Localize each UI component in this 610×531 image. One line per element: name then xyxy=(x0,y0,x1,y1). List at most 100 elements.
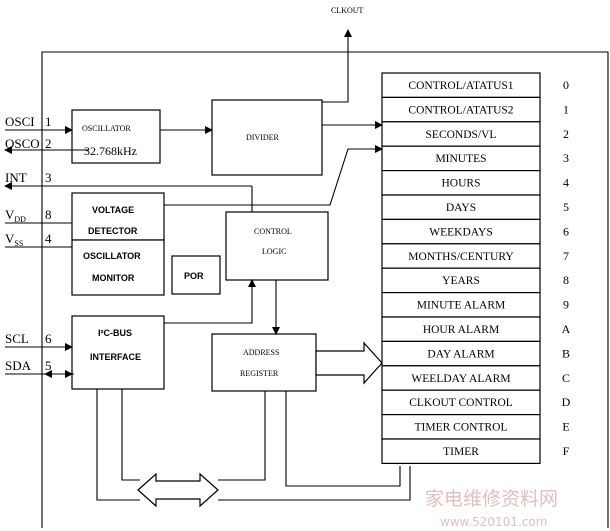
register-label: CLKOUT CONTROL xyxy=(409,397,513,409)
clkout-label: CLKOUT xyxy=(331,6,364,15)
i2c-bus-line-a xyxy=(96,389,140,501)
svg-text:VSS: VSS xyxy=(5,231,23,248)
register-row: MINUTES 3 xyxy=(381,145,569,172)
register-label: TIMER CONTROL xyxy=(415,422,508,434)
register-row: CONTROL/ATATUS2 1 xyxy=(381,96,569,123)
watermark-url: www.520101.com xyxy=(440,515,547,529)
pin-scl: SCL 6 xyxy=(5,331,52,346)
register-label: MINUTE ALARM xyxy=(417,300,506,312)
register-row: HOUR ALARM A xyxy=(381,316,571,342)
svg-text:6: 6 xyxy=(45,331,52,346)
pin-vdd: VDD 8 xyxy=(5,207,52,224)
address-register-line1: ADDRESS xyxy=(243,348,279,357)
register-index: 3 xyxy=(563,151,569,165)
register-label: MINUTES xyxy=(435,153,486,165)
register-index: 9 xyxy=(563,298,569,312)
register-label: MONTHS/CENTURY xyxy=(408,251,514,263)
i2c-bus-line-b xyxy=(121,389,140,481)
register-index: C xyxy=(562,371,570,385)
oscillator-monitor-line2: MONITOR xyxy=(92,273,135,283)
svg-text:5: 5 xyxy=(45,358,52,373)
register-cell xyxy=(381,292,541,318)
register-index: 7 xyxy=(563,249,569,263)
register-cell xyxy=(381,121,541,147)
register-label: WEEKDAYS xyxy=(429,226,492,238)
register-index: D xyxy=(562,395,571,409)
register-label: DAYS xyxy=(446,202,476,214)
register-index: B xyxy=(562,346,570,360)
register-cell xyxy=(381,194,541,220)
register-index: 0 xyxy=(563,78,569,92)
register-row: WEELDAY ALARM C xyxy=(381,365,570,391)
address-bus-arrow xyxy=(315,341,383,385)
register-index: 2 xyxy=(563,127,569,141)
register-index: 6 xyxy=(563,224,569,238)
register-bus-line-b xyxy=(285,391,401,487)
divider-label: DIVIDER xyxy=(246,133,280,142)
register-label: CONTROL/ATATUS2 xyxy=(408,104,513,116)
register-row: TIMER CONTROL E xyxy=(381,414,570,440)
svg-text:1: 1 xyxy=(45,114,52,129)
pin-int: INT 3 xyxy=(5,170,52,185)
i2c-interface-block xyxy=(71,315,165,390)
voltage-to-seconds xyxy=(164,145,383,206)
svg-text:2: 2 xyxy=(45,136,52,151)
register-cell xyxy=(381,365,541,391)
svg-text:OSCI: OSCI xyxy=(5,114,35,129)
register-row: MONTHS/CENTURY 7 xyxy=(381,243,569,269)
register-index: E xyxy=(562,420,569,434)
voltage-detector-line2: DETECTOR xyxy=(88,226,138,236)
pin-osci: OSCI 1 xyxy=(5,114,52,129)
register-index: 5 xyxy=(563,200,569,214)
svg-text:3: 3 xyxy=(45,170,52,185)
register-label: WEELDAY ALARM xyxy=(411,373,510,385)
register-cell xyxy=(381,389,541,416)
oscillator-monitor-line1: OSCILLATOR xyxy=(83,251,141,261)
register-cell xyxy=(381,96,541,123)
register-row: WEEKDAYS 6 xyxy=(381,218,569,245)
oscillator-title: OSCILLATOR xyxy=(82,124,131,133)
register-index: 4 xyxy=(563,176,569,190)
oscillator-block xyxy=(71,109,161,164)
control-logic-line2: LOGIC xyxy=(262,247,286,256)
address-register-line2: REGISTER xyxy=(240,369,279,378)
register-cell xyxy=(381,438,541,464)
svg-text:8: 8 xyxy=(45,207,52,222)
register-cell xyxy=(381,170,541,196)
register-bus-line-a xyxy=(218,466,411,501)
register-cell xyxy=(381,218,541,245)
register-label: HOURS xyxy=(442,178,481,190)
svg-text:OSCO: OSCO xyxy=(5,136,40,151)
i2c-to-control xyxy=(164,279,256,324)
register-row: MINUTE ALARM 9 xyxy=(381,292,569,318)
control-logic-line1: CONTROL xyxy=(254,227,292,236)
register-label: DAY ALARM xyxy=(427,348,494,360)
oscillator-frequency: 32.768kHz xyxy=(84,144,137,158)
svg-text:INT: INT xyxy=(5,170,27,185)
por-label: POR xyxy=(184,271,204,281)
register-index: A xyxy=(562,322,571,336)
pin-sda: SDA 5 xyxy=(5,358,52,373)
watermark-text: 家电维修资料网 xyxy=(425,488,558,510)
register-index: 1 xyxy=(563,102,569,116)
register-label: TIMER xyxy=(443,446,479,458)
register-index: F xyxy=(563,444,570,458)
control-logic-block xyxy=(225,211,329,281)
register-cell xyxy=(381,145,541,172)
register-cell xyxy=(381,267,541,294)
register-row: DAY ALARM B xyxy=(381,340,570,367)
por-block xyxy=(171,255,221,295)
register-row: HOURS 4 xyxy=(381,170,569,196)
register-label: HOUR ALARM xyxy=(423,324,499,336)
data-bus-arrow xyxy=(137,472,219,508)
svg-text:SCL: SCL xyxy=(5,331,29,346)
oscillator-monitor-block xyxy=(71,239,165,296)
register-row: TIMER F xyxy=(381,438,570,464)
clkout-line xyxy=(322,29,352,103)
pin-osco: OSCO 2 xyxy=(5,136,52,151)
